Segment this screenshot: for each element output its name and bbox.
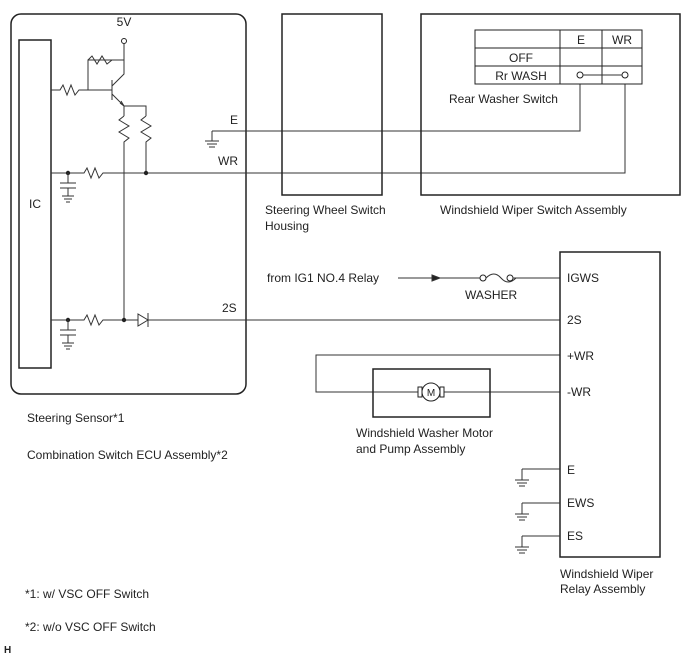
relay-label-line1: Windshield Wiper bbox=[560, 567, 653, 581]
steering-housing-box bbox=[281, 13, 383, 196]
steering-housing-label-line2: Housing bbox=[265, 219, 309, 233]
motor-label-line1: Windshield Washer Motor bbox=[356, 426, 493, 440]
ic-block bbox=[18, 39, 52, 369]
wiper-switch-box bbox=[420, 13, 681, 196]
pin-2s-label: 2S bbox=[222, 301, 237, 315]
footnote-2: *2: w/o VSC OFF Switch bbox=[25, 620, 156, 634]
supply-terminal bbox=[121, 38, 127, 44]
ecu-assembly-label: Combination Switch ECU Assembly*2 bbox=[27, 448, 228, 462]
relay-pin-nwr: -WR bbox=[567, 385, 591, 399]
relay-pin-e: E bbox=[567, 463, 575, 477]
relay-pin-pwr: +WR bbox=[567, 349, 594, 363]
table-col-wr: WR bbox=[612, 33, 632, 47]
transistor-bias-network bbox=[51, 44, 152, 320]
supply-voltage-label: 5V bbox=[117, 15, 132, 29]
ic-label: IC bbox=[29, 197, 41, 211]
motor-icon bbox=[417, 382, 445, 402]
rear-washer-switch-table bbox=[474, 29, 643, 85]
footnote-1: *1: w/ VSC OFF Switch bbox=[25, 587, 149, 601]
rear-washer-switch-label: Rear Washer Switch bbox=[449, 92, 558, 106]
steering-housing-label-line1: Steering Wheel Switch bbox=[265, 203, 386, 217]
fuse-label: WASHER bbox=[465, 288, 518, 302]
relay-label-line2: Relay Assembly bbox=[560, 582, 645, 596]
fuse-symbol bbox=[485, 273, 517, 283]
table-col-e: E bbox=[577, 33, 585, 47]
power-feed-line bbox=[398, 273, 560, 283]
pin-e-label: E bbox=[230, 113, 238, 127]
washer-motor-box bbox=[372, 368, 491, 418]
table-row-off: OFF bbox=[509, 51, 533, 65]
table-row-rr-wash: Rr WASH bbox=[495, 69, 547, 83]
2s-signal-line bbox=[51, 313, 560, 350]
relay-ground-symbols bbox=[515, 468, 560, 554]
motor-symbol: M bbox=[427, 388, 435, 399]
relay-pin-2s: 2S bbox=[567, 313, 582, 327]
steering-sensor-label: Steering Sensor*1 bbox=[27, 411, 125, 425]
e-ground-line bbox=[205, 84, 581, 148]
steering-sensor-box bbox=[10, 13, 247, 395]
motor-wiring bbox=[315, 354, 560, 393]
switch-contact-symbol bbox=[576, 71, 629, 79]
wiper-switch-assembly-label: Windshield Wiper Switch Assembly bbox=[440, 203, 627, 217]
relay-pin-es: ES bbox=[567, 529, 583, 543]
pin-wr-label: WR bbox=[218, 154, 238, 168]
power-source-label: from IG1 NO.4 Relay bbox=[267, 271, 379, 285]
wr-signal-line bbox=[51, 84, 626, 203]
motor-label-line2: and Pump Assembly bbox=[356, 442, 465, 456]
corner-mark: H bbox=[4, 645, 11, 656]
relay-pin-igws: IGWS bbox=[567, 271, 599, 285]
relay-pin-ews: EWS bbox=[567, 496, 594, 510]
relay-box bbox=[559, 251, 661, 558]
